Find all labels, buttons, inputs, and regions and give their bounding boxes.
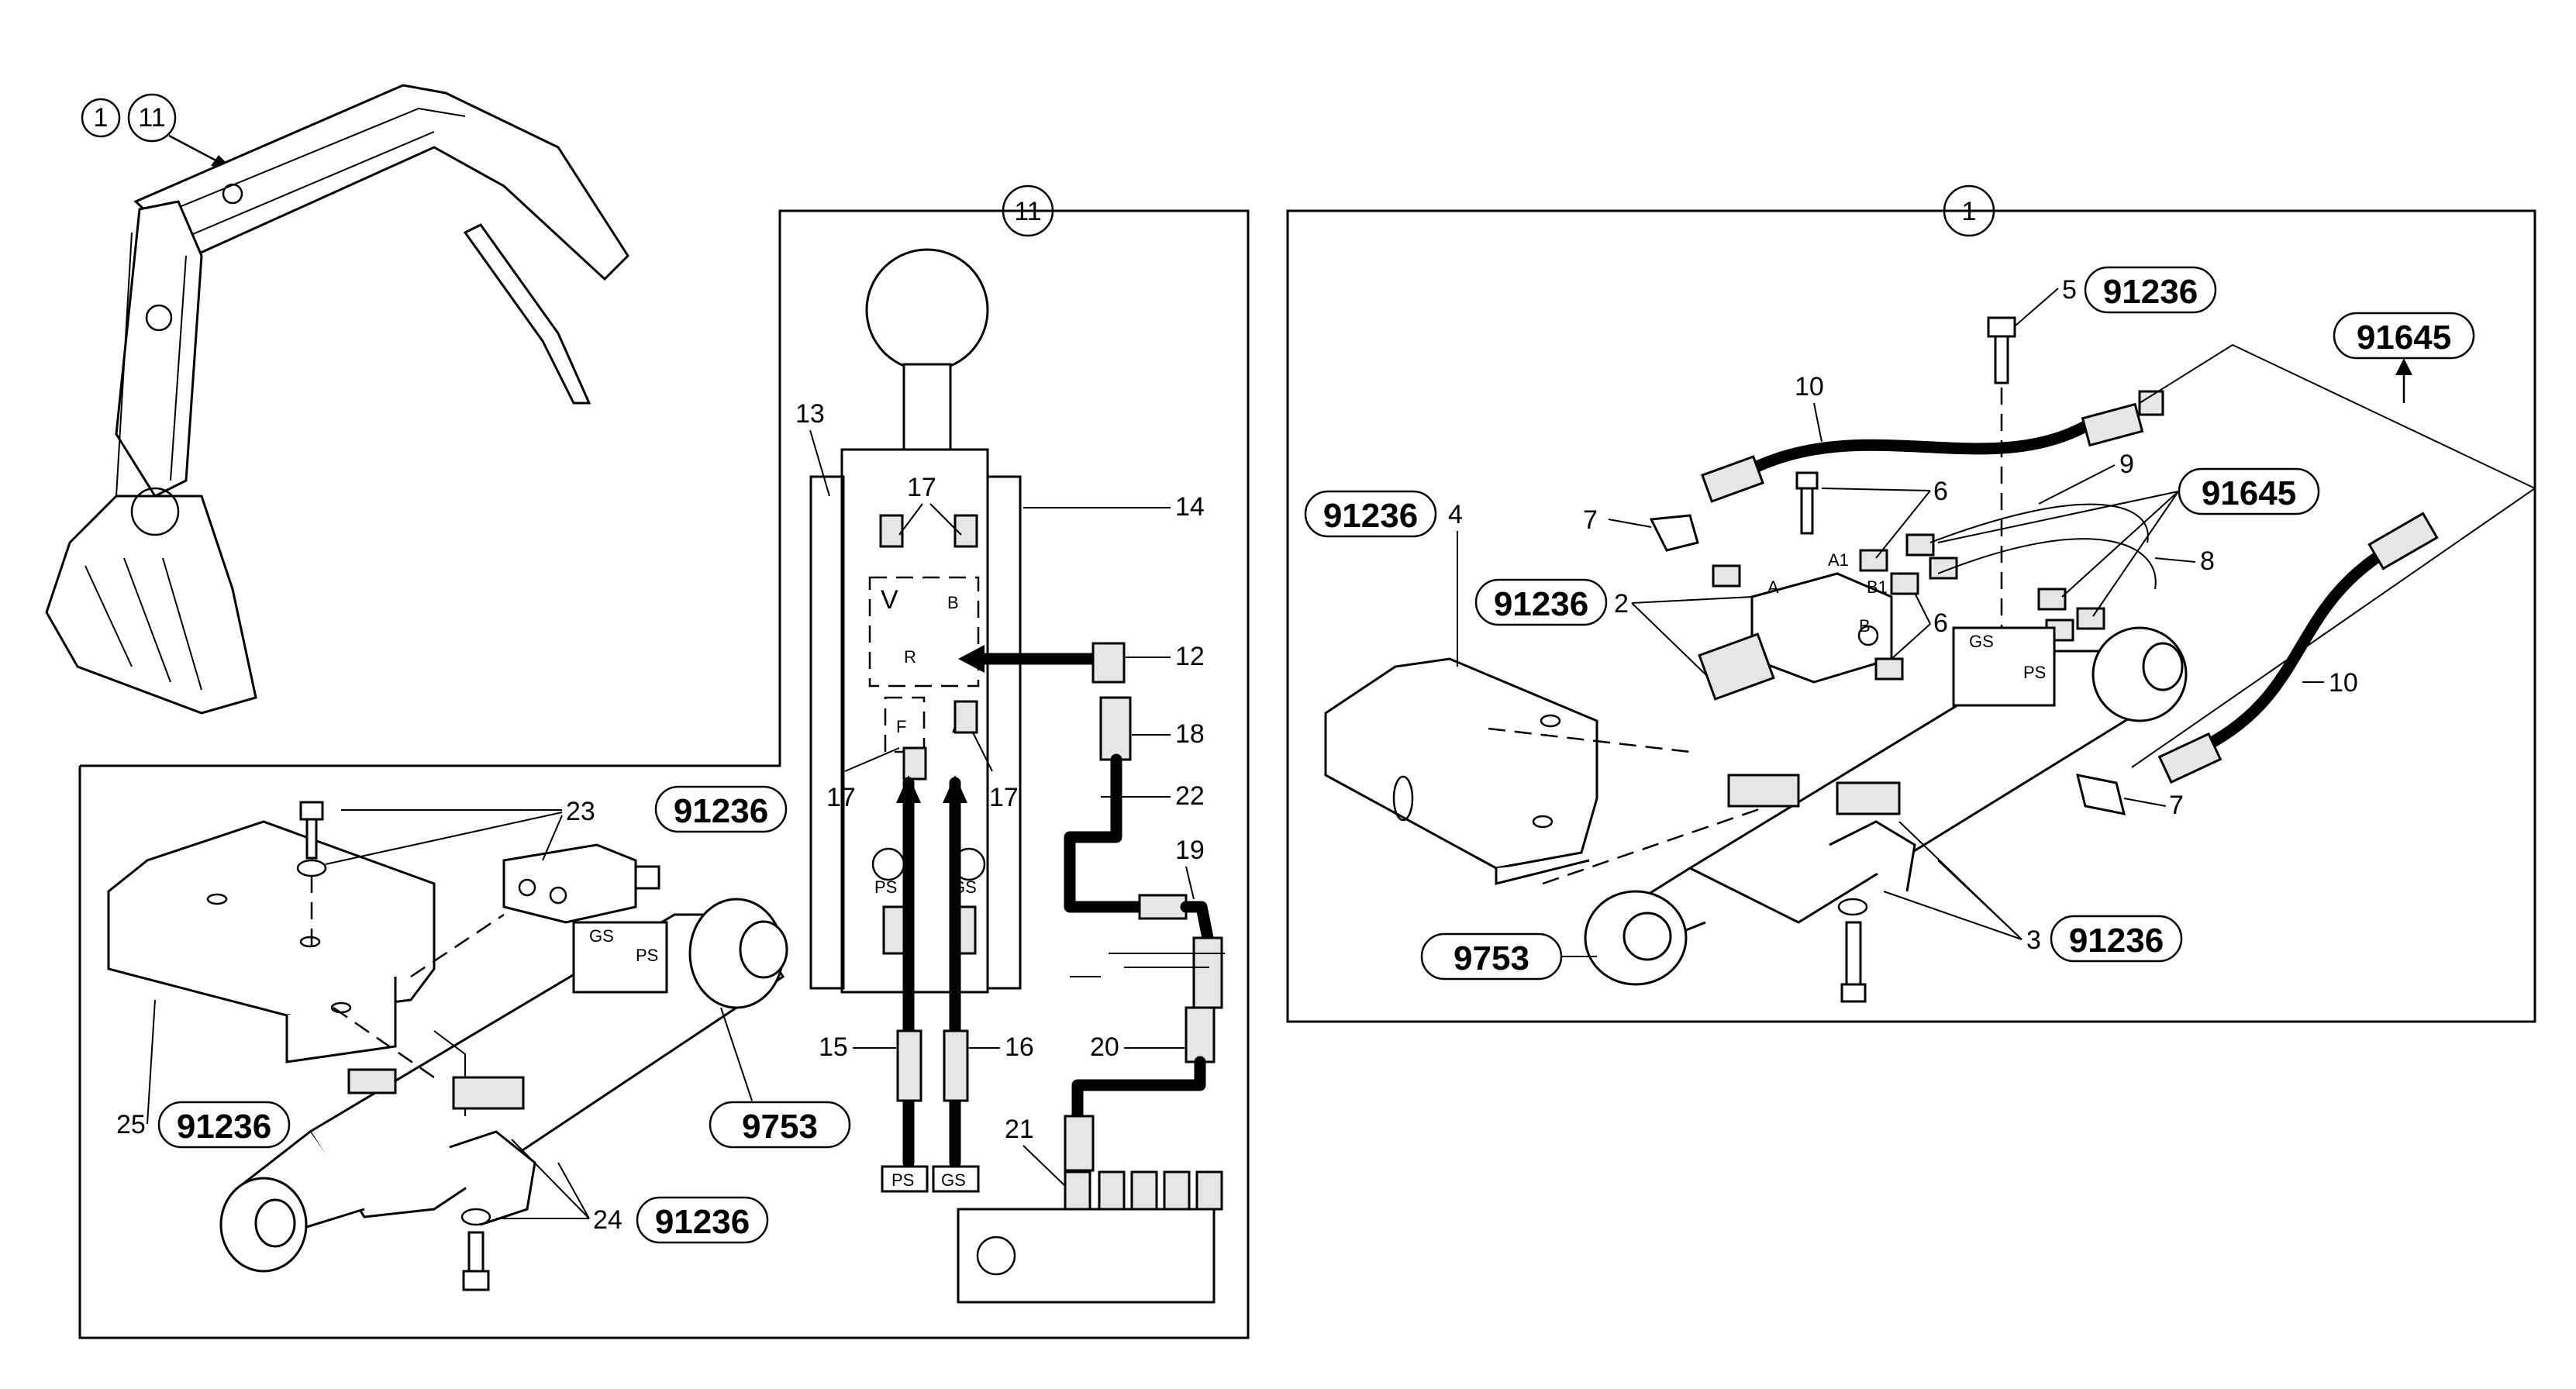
callout-25: 25: [116, 1110, 146, 1139]
right-fittings: [1649, 316, 2157, 815]
callout-2: 2: [1614, 589, 1629, 619]
block-b: B: [1859, 616, 1871, 636]
callout-18: 18: [1175, 719, 1205, 749]
ref-9753-left: 9753: [742, 1108, 818, 1146]
ref-91236-23: 91236: [674, 792, 768, 830]
right-valve-block: A A1 B1 B: [1698, 550, 1893, 701]
callout-13: 13: [795, 399, 825, 429]
callout-10-top: 10: [1795, 372, 1824, 402]
label-r: R: [904, 647, 916, 667]
callout-17-top: 17: [907, 473, 936, 502]
left-panel: [78, 209, 1250, 1339]
ref-9753-right: 9753: [1454, 939, 1529, 977]
callout-7-bottom: 7: [2169, 791, 2184, 820]
clamp-24: [347, 1068, 536, 1291]
right-cover-bracket: [1324, 657, 1791, 885]
joystick: [865, 248, 989, 451]
ref-91236-24: 91236: [655, 1203, 750, 1241]
ref-91236-5: 91236: [2103, 273, 2198, 311]
line-gs: GS: [941, 1170, 966, 1190]
callout-1-detail: 1: [1962, 197, 1977, 226]
right-panel: [1286, 209, 2536, 1023]
callout-24: 24: [593, 1205, 622, 1235]
excavator-boom-illustration: 1 11: [45, 84, 629, 715]
callout-19: 19: [1175, 836, 1205, 865]
ref-91645-mid: 91645: [2202, 474, 2296, 512]
right-cyl-gs: GS: [1969, 632, 1994, 651]
callout-20: 20: [1090, 1032, 1119, 1062]
right-cyl-ps: PS: [2023, 663, 2046, 682]
callout-21: 21: [1005, 1115, 1034, 1144]
ref-91645-top: 91645: [2357, 319, 2451, 357]
callout-5: 5: [2062, 275, 2077, 305]
callout-17-right: 17: [989, 783, 1019, 812]
callout-1: 1: [94, 103, 109, 133]
block-b1: B1: [1867, 577, 1888, 597]
valve-body: V B R A F PS GS: [809, 448, 1022, 994]
callout-11: 11: [138, 103, 165, 133]
callout-10-bottom: 10: [2329, 668, 2358, 698]
ref-91236-25: 91236: [177, 1108, 271, 1146]
block-a1: A1: [1828, 550, 1849, 570]
callout-23: 23: [566, 797, 595, 826]
label-ps: PS: [874, 877, 897, 897]
callout-9: 9: [2119, 450, 2134, 479]
label-b: B: [947, 593, 959, 612]
callout-6-bottom: 6: [1933, 608, 1948, 638]
left-cover-bracket: [107, 820, 436, 1063]
block-a: A: [1767, 577, 1779, 597]
bolt-23: [296, 801, 327, 953]
callout-4: 4: [1448, 500, 1463, 529]
callout-17-left: 17: [826, 783, 856, 812]
callout-8: 8: [2200, 546, 2215, 576]
left-valve-block: [502, 843, 660, 924]
callout-16: 16: [1005, 1032, 1034, 1062]
ref-91236-2: 91236: [1494, 585, 1588, 623]
callout-15: 15: [819, 1032, 848, 1062]
line-ps: PS: [891, 1170, 914, 1190]
control-hoses: PS GS: [881, 642, 1225, 1304]
right-hydraulic-cylinder: GS PS: [1584, 626, 2188, 1003]
callout-6-top: 6: [1933, 477, 1948, 506]
callout-7-top: 7: [1583, 505, 1598, 535]
label-f: F: [896, 717, 906, 736]
callout-12: 12: [1175, 642, 1205, 671]
left-cyl-gs: GS: [589, 926, 614, 946]
left-cyl-ps: PS: [636, 946, 658, 965]
ref-91236-4: 91236: [1323, 497, 1418, 535]
ref-91236-3: 91236: [2069, 922, 2164, 960]
callout-22: 22: [1175, 781, 1205, 811]
callout-3: 3: [2026, 925, 2041, 955]
callout-14: 14: [1175, 492, 1205, 522]
label-v: V: [881, 585, 898, 615]
callout-11-detail: 11: [1014, 197, 1041, 226]
left-hydraulic-cylinder: GS PS: [219, 898, 788, 1273]
